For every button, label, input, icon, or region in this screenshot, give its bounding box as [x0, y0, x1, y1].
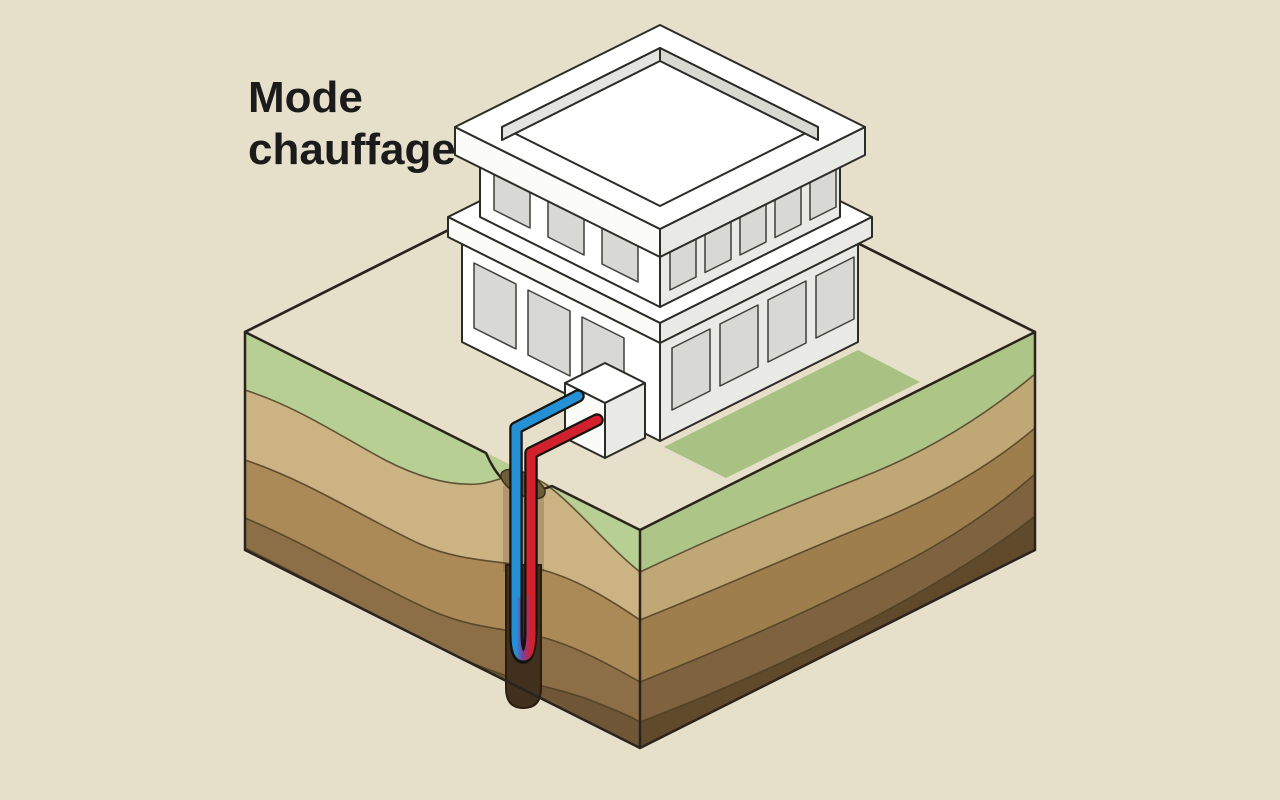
stratum-line	[640, 427, 1035, 621]
geothermal-loop	[509, 389, 604, 664]
building	[447, 24, 873, 442]
window	[473, 262, 517, 350]
stratum-line	[640, 515, 1035, 723]
heat-pump-unit	[564, 362, 646, 459]
pipe-u-bend	[511, 593, 536, 661]
stratum-line	[640, 373, 1035, 573]
window	[767, 280, 807, 363]
stratum-line	[245, 517, 640, 683]
soil-strata-right	[640, 332, 1035, 748]
stratum-line	[640, 473, 1035, 683]
mid-slab-side-right	[659, 216, 873, 344]
window	[671, 328, 711, 411]
pipe-cold	[511, 391, 583, 609]
roof-parapet-inner-right	[659, 47, 819, 141]
building-shadow	[664, 350, 920, 478]
window	[719, 304, 759, 387]
window	[527, 289, 571, 377]
heat-pump-side-right	[604, 382, 646, 459]
grass-side-left	[245, 332, 640, 572]
grass-side-right	[640, 332, 1035, 572]
diagram-title-line2: chauffage	[248, 125, 456, 174]
stratum-line	[245, 389, 640, 573]
stratum-line	[245, 459, 640, 621]
pipe-hot	[526, 415, 602, 607]
window	[815, 256, 855, 339]
diagram-title-line1: Mode	[248, 73, 363, 122]
